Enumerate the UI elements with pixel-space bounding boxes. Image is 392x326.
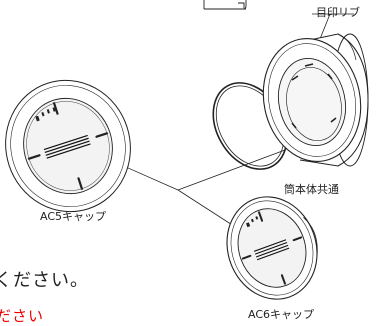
instruction-text: ください。 — [0, 270, 89, 291]
ac6-cap-drawing — [226, 196, 318, 300]
ac6-cap-label: AC6キャップ — [248, 308, 315, 321]
tube-common-label: 筒本体共通 — [284, 183, 339, 196]
ac5-cap-label: AC5キャップ — [40, 210, 107, 223]
ac5-cap-drawing — [5, 79, 131, 213]
red-note-fragment: ださい — [0, 307, 45, 325]
top-frame-fragment — [203, 0, 247, 10]
tube-body-drawing — [262, 33, 369, 167]
rib-label: 目印リブ — [316, 6, 360, 19]
